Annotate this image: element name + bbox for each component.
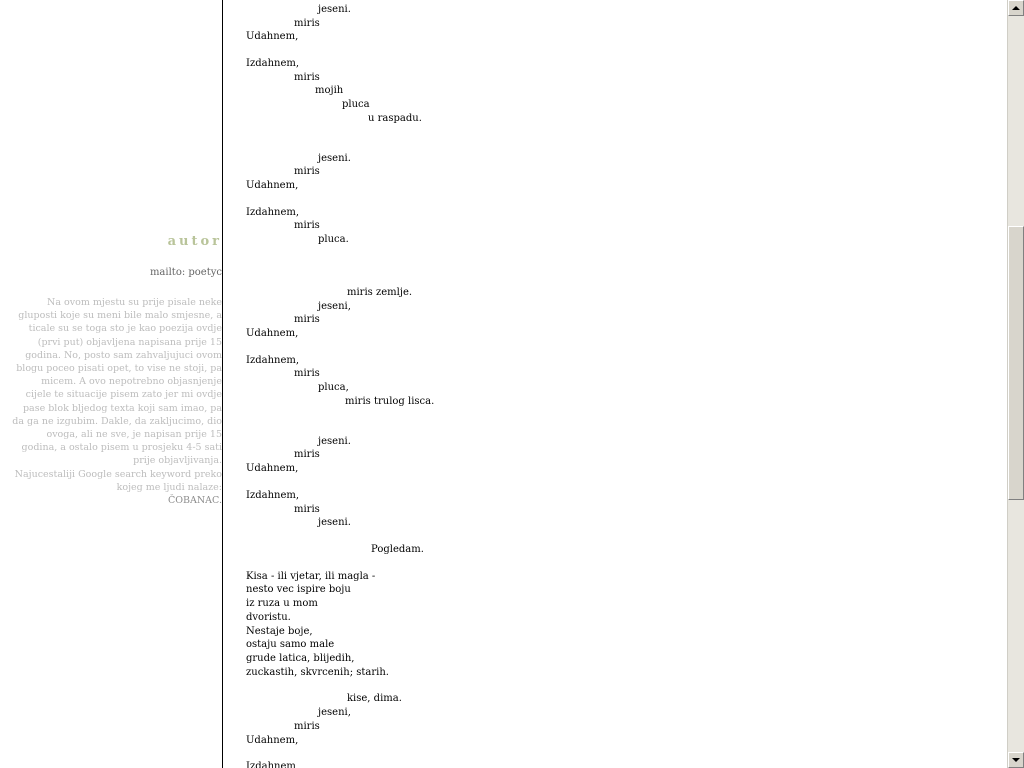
description-line: prije objavljivanja. bbox=[133, 455, 222, 467]
description-line: (prvi put) objavljena napisana prije 15 bbox=[37, 336, 222, 348]
poem-line: Izdahnem, bbox=[246, 207, 300, 218]
poem-line: miris bbox=[294, 220, 320, 231]
poem-line: jeseni. bbox=[318, 436, 351, 447]
poem-line: Kisa - ili vjetar, ili magla - bbox=[246, 571, 376, 582]
poem-line: pluca, bbox=[318, 382, 349, 393]
poem-line: dvoristu. bbox=[246, 612, 291, 623]
triangle-up-icon bbox=[1012, 6, 1020, 10]
poem-line: Izdahnem, bbox=[246, 355, 300, 366]
description-line: micem. A ovo nepotrebno objasnjenje bbox=[41, 376, 222, 388]
poem-line: kise, dima. bbox=[347, 693, 402, 704]
poem-line: Pogledam. bbox=[371, 544, 424, 555]
poem-line: Nestaje boje, bbox=[246, 626, 313, 637]
column-divider bbox=[222, 0, 223, 768]
poem-line: zuckastih, skvrcenih; starih. bbox=[246, 667, 389, 678]
poem-line: Izdahnem, bbox=[246, 58, 300, 69]
scroll-up-button[interactable] bbox=[1008, 0, 1024, 16]
poem-line: jeseni. bbox=[318, 517, 351, 528]
poem-line: miris bbox=[294, 721, 320, 732]
description-line: Na ovom mjestu su prije pisale neke bbox=[47, 297, 222, 308]
poem-line: pluca bbox=[342, 99, 370, 110]
sidebar-title: autor bbox=[167, 234, 222, 249]
scroll-down-button[interactable] bbox=[1008, 752, 1024, 768]
description-line: godina, a ostalo pisem u prosjeku 4-5 sa… bbox=[21, 442, 222, 454]
poem-line: Udahnem, bbox=[246, 180, 299, 191]
description-line: blogu poceo pisati opet, to vise ne stoj… bbox=[16, 363, 222, 375]
poem-line: iz ruza u mom bbox=[246, 598, 318, 609]
poem-line: miris bbox=[294, 18, 320, 29]
poem-line: grude latica, blijedih, bbox=[246, 653, 355, 664]
description-line: godina. No, posto sam zahvaljujuci ovom bbox=[25, 349, 222, 361]
poem-line: Udahnem, bbox=[246, 735, 299, 746]
description-line: ČOBANAC. bbox=[167, 495, 222, 507]
description-line: ovoga, ali ne sve, je napisan prije 15 bbox=[46, 429, 222, 441]
description-line: pase blok bljedog texta koji sam imao, p… bbox=[22, 402, 222, 414]
poem-line: Izdahnem, bbox=[246, 761, 300, 768]
triangle-down-icon bbox=[1012, 758, 1020, 762]
poem-line: miris bbox=[294, 449, 320, 460]
poem-line: mojih bbox=[315, 85, 344, 96]
poem-line: miris trulog lisca. bbox=[345, 396, 435, 407]
poem-line: jeseni, bbox=[318, 707, 351, 718]
poem-line: jeseni. bbox=[318, 153, 351, 164]
description-line: ticale su se toga sto je kao poezija ovd… bbox=[28, 323, 222, 335]
sidebar: autor mailto: poetyc Na ovom mjestu su p… bbox=[0, 0, 222, 768]
poem-line: pluca. bbox=[318, 234, 349, 245]
poem-line: miris zemlje. bbox=[347, 287, 413, 298]
poem-line: Udahnem, bbox=[246, 463, 299, 474]
scrollbar-thumb[interactable] bbox=[1008, 226, 1024, 500]
poem-line: Udahnem, bbox=[246, 328, 299, 339]
description-line: da ga ne izgubim. Dakle, da zakljucimo, … bbox=[12, 415, 222, 427]
poem-line: jeseni, bbox=[318, 301, 351, 312]
poem-line: miris bbox=[294, 166, 320, 177]
description-line: cijele te situacije pisem zato jer mi ov… bbox=[25, 389, 222, 401]
poem-line: Izdahnem, bbox=[246, 490, 300, 501]
poem-line: Udahnem, bbox=[246, 31, 299, 42]
vertical-scrollbar[interactable] bbox=[1007, 0, 1024, 768]
description-line: Najucestaliji Google search keyword prek… bbox=[14, 468, 222, 480]
poem-line: miris bbox=[294, 314, 320, 325]
poem-line: jeseni. bbox=[318, 4, 351, 15]
poem-line: nesto vec ispire boju bbox=[246, 584, 351, 595]
poem-line: ostaju samo male bbox=[246, 639, 335, 650]
poem-line: u raspadu. bbox=[368, 113, 422, 124]
poem-line: miris bbox=[294, 368, 320, 379]
description-line: kojeg me ljudi nalaze: bbox=[116, 481, 222, 493]
poem-line: miris bbox=[294, 72, 320, 83]
sidebar-description: Na ovom mjestu su prije pisale neke glup… bbox=[0, 296, 222, 507]
poem-line: miris bbox=[294, 504, 320, 515]
description-line: gluposti koje su meni bile malo smjesne,… bbox=[18, 310, 222, 322]
poem-content: jeseni. miris Udahnem, Izdahnem, miris m… bbox=[223, 0, 1007, 768]
mailto-link[interactable]: mailto: poetyc bbox=[149, 267, 222, 278]
